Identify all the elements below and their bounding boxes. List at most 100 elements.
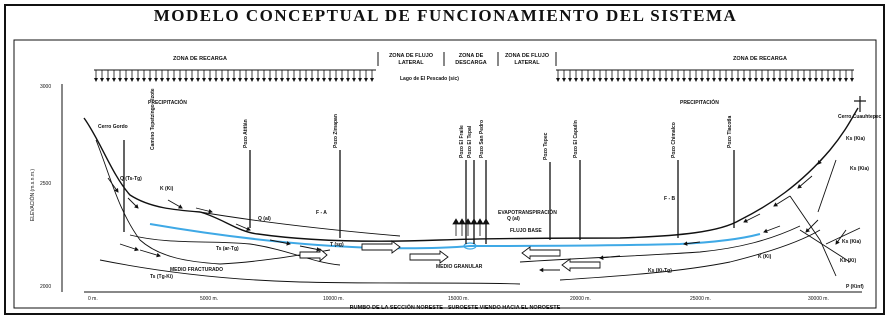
zone-descarga-l1: ZONA DE xyxy=(459,53,484,59)
diagram-title: MODELO CONCEPTUAL DE FUNCIONAMIENTO DEL … xyxy=(153,6,738,25)
rain-arrow-left-head xyxy=(340,78,344,82)
unit-ks-kia-c: Ks (Kia) xyxy=(842,239,861,245)
rain-arrow-right-head xyxy=(784,78,788,82)
granular-flow-arrows xyxy=(299,240,601,272)
rain-arrow-left-head xyxy=(190,78,194,82)
rain-arrow-right-head xyxy=(838,78,842,82)
x-tick-20000: 20000 m. xyxy=(570,296,591,302)
unit-q-al: Q (al) xyxy=(258,216,271,222)
rain-arrow-right-head xyxy=(742,78,746,82)
rain-arrow-left-head xyxy=(334,78,338,82)
flow-arrow-shaft xyxy=(139,249,161,257)
rain-arrow-right-head xyxy=(724,78,728,82)
rain-arrow-left-head xyxy=(160,78,164,82)
rain-arrow-left-head xyxy=(112,78,116,82)
rain-arrow-right-head xyxy=(700,78,704,82)
flow-arrow-head xyxy=(683,241,688,246)
unit-p-kinf: P (Kinf) xyxy=(846,284,864,290)
rain-arrow-left-head xyxy=(364,78,368,82)
flow-arrow-head xyxy=(246,226,251,231)
zone-flujo-lateral-right-l1: ZONA DE FLUJO xyxy=(505,53,550,59)
rain-arrow-right-head xyxy=(670,78,674,82)
rain-arrow-right-head xyxy=(628,78,632,82)
x-tick-15000: 15000 m. xyxy=(448,296,469,302)
rain-arrow-left-head xyxy=(226,78,230,82)
rain-arrow-left-head xyxy=(298,78,302,82)
rain-arrow-right-head xyxy=(580,78,584,82)
rain-arrow-right-head xyxy=(568,78,572,82)
zone-dividers xyxy=(377,52,557,66)
rain-arrow-left-head xyxy=(280,78,284,82)
flow-arrow-head xyxy=(134,246,139,252)
label-well-5: Pozo San Pedro xyxy=(479,120,485,158)
unit-ks-kia-b: Ks (Kia) xyxy=(850,166,869,172)
rain-arrow-right-head xyxy=(772,78,776,82)
label-well-4: Pozo El Tepal xyxy=(467,125,473,158)
geologic-contacts xyxy=(95,139,861,285)
rain-arrow-right-head xyxy=(712,78,716,82)
precip-label-left: PRECIPITACIÓN xyxy=(148,98,187,106)
rain-arrow-left-head xyxy=(274,78,278,82)
x-axis-label: RUMBO DE LA SECCIÓN NORESTE - SUROESTE V… xyxy=(350,303,561,311)
rain-arrow-right-head xyxy=(778,78,782,82)
rain-arrow-right-head xyxy=(814,78,818,82)
rain-arrow-left-head xyxy=(118,78,122,82)
rain-arrow-left-head xyxy=(106,78,110,82)
rain-arrow-right-head xyxy=(574,78,578,82)
rain-arrow-right-head xyxy=(562,78,566,82)
y-tick-3000: 3000 xyxy=(40,84,51,90)
flow-arrow-shaft xyxy=(599,255,621,259)
rain-arrow-right-head xyxy=(736,78,740,82)
ground-surface xyxy=(83,107,859,242)
rain-arrow-left-head xyxy=(268,78,272,82)
x-tick-5000: 5000 m. xyxy=(200,296,218,302)
flow-arrow-head xyxy=(773,202,778,207)
rain-arrow-right-head xyxy=(796,78,800,82)
label-f-b: F - B xyxy=(664,196,675,202)
rain-arrow-left-head xyxy=(220,78,224,82)
rain-arrows-right xyxy=(556,70,854,82)
rain-arrow-left-head xyxy=(352,78,356,82)
rain-arrow-left-head xyxy=(142,78,146,82)
flow-arrow-head xyxy=(817,160,822,165)
label-medio-fracturado: MEDIO FRACTURADO xyxy=(170,267,223,273)
zone-recarga-left: ZONA DE RECARGA xyxy=(173,56,227,62)
zone-descarga-l2: DESCARGA xyxy=(455,60,487,66)
rain-arrow-left-head xyxy=(94,78,98,82)
wells xyxy=(123,140,735,244)
unit-ts-ar-tg: Ts (ar-Tg) xyxy=(216,246,239,252)
rain-arrow-right-head xyxy=(718,78,722,82)
label-f-a: F - A xyxy=(316,210,327,216)
center-note: Lago de El Pescado (sic) xyxy=(400,76,459,82)
rain-arrow-left-head xyxy=(214,78,218,82)
rain-arrow-left-head xyxy=(244,78,248,82)
rain-arrow-left-head xyxy=(136,78,140,82)
rain-arrow-right-head xyxy=(592,78,596,82)
unit-q-al-center: Q (al) xyxy=(507,216,520,222)
rain-arrow-right-head xyxy=(826,78,830,82)
rain-arrow-right-head xyxy=(754,78,758,82)
flow-arrow-head xyxy=(178,204,183,209)
flow-arrow-head xyxy=(805,228,810,233)
rain-arrow-right-head xyxy=(586,78,590,82)
rain-arrow-right-head xyxy=(604,78,608,82)
zone-flujo-lateral-left-l1: ZONA DE FLUJO xyxy=(389,53,434,59)
unit-t-sg: T (sg) xyxy=(330,242,344,248)
rain-arrow-right-head xyxy=(844,78,848,82)
flow-arrow-head xyxy=(835,240,840,245)
rain-arrow-left-head xyxy=(130,78,134,82)
rain-arrow-right-head xyxy=(820,78,824,82)
rain-arrow-right-head xyxy=(616,78,620,82)
x-tick-25000: 25000 m. xyxy=(690,296,711,302)
rain-arrow-left-head xyxy=(166,78,170,82)
precip-label-right: PRECIPITACIÓN xyxy=(680,98,719,106)
label-evapotranspiration: EVAPOTRANSPIRACIÓN xyxy=(498,208,557,216)
rain-arrow-left-head xyxy=(238,78,242,82)
unit-q-ts-tg: Q (Ts-Tg) xyxy=(120,176,142,182)
rain-arrow-left-head xyxy=(232,78,236,82)
unit-ks-ki-d: Ks (Ki) xyxy=(840,258,856,264)
rain-arrow-left-head xyxy=(250,78,254,82)
rain-arrow-left-head xyxy=(178,78,182,82)
rain-arrow-right-head xyxy=(658,78,662,82)
